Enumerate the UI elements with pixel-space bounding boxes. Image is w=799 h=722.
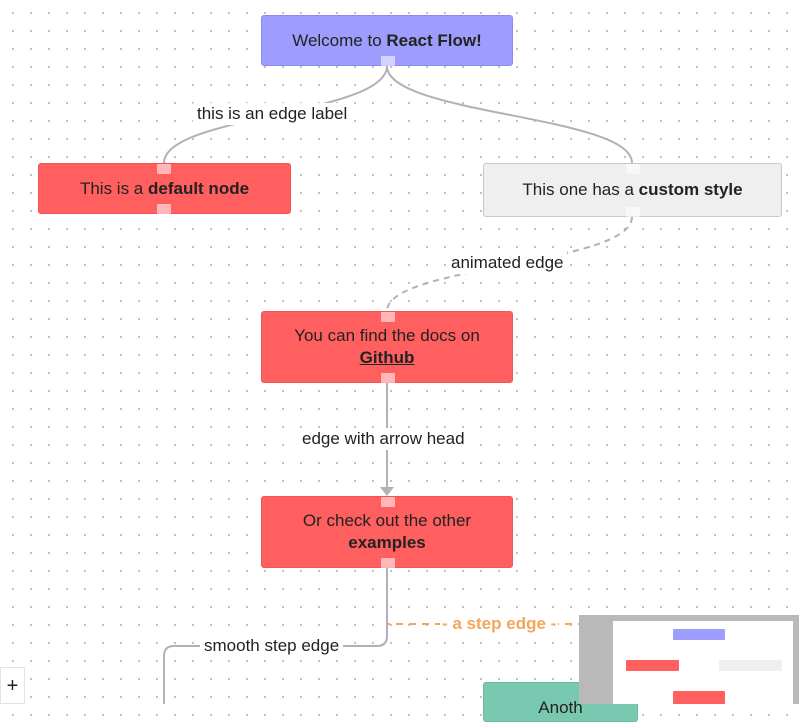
plus-icon: + [6,674,19,697]
source-handle[interactable] [381,56,395,66]
edge-label-arrow: edge with arrow head [298,428,469,450]
target-handle[interactable] [381,312,395,322]
node-examples[interactable]: Or check out the other examples [261,496,513,568]
edge-label-smoothstep: smooth step edge [200,635,344,657]
edge-label-this-is-an-edge-label: this is an edge label [193,103,352,125]
minimap[interactable] [579,615,799,704]
node-welcome[interactable]: Welcome to React Flow! [261,15,513,66]
node-docs-text: You can find the docs on [294,326,480,345]
node-default[interactable]: This is a default node [38,163,291,214]
node-custom-text: This one has a custom style [522,180,743,199]
node-examples-bold: examples [348,533,426,552]
zoom-in-button[interactable]: + [0,667,25,704]
node-another-text: Anoth [538,698,583,717]
edge-label-animated: animated edge [447,252,568,274]
minimap-node-welcome [673,629,725,640]
minimap-node-default [626,660,679,671]
target-handle[interactable] [157,164,171,174]
node-custom-style[interactable]: This one has a custom style [483,163,782,217]
node-docs[interactable]: You can find the docs on Github [261,311,513,383]
github-link[interactable]: Github [359,348,415,367]
arrow-head-icon [380,487,394,496]
node-examples-text: Or check out the other [302,511,472,530]
source-handle[interactable] [381,373,395,383]
source-handle[interactable] [626,207,640,217]
minimap-node-docs [673,691,725,704]
edge-input-custom[interactable] [386,65,633,164]
target-handle[interactable] [381,497,395,507]
minimap-node-custom [719,660,782,671]
node-welcome-text: Welcome to React Flow! [292,30,482,50]
edge-label-step: - a step edge - [440,613,559,635]
source-handle[interactable] [381,558,395,568]
source-handle[interactable] [157,204,171,214]
node-default-text: This is a default node [79,178,250,198]
target-handle[interactable] [626,164,640,174]
